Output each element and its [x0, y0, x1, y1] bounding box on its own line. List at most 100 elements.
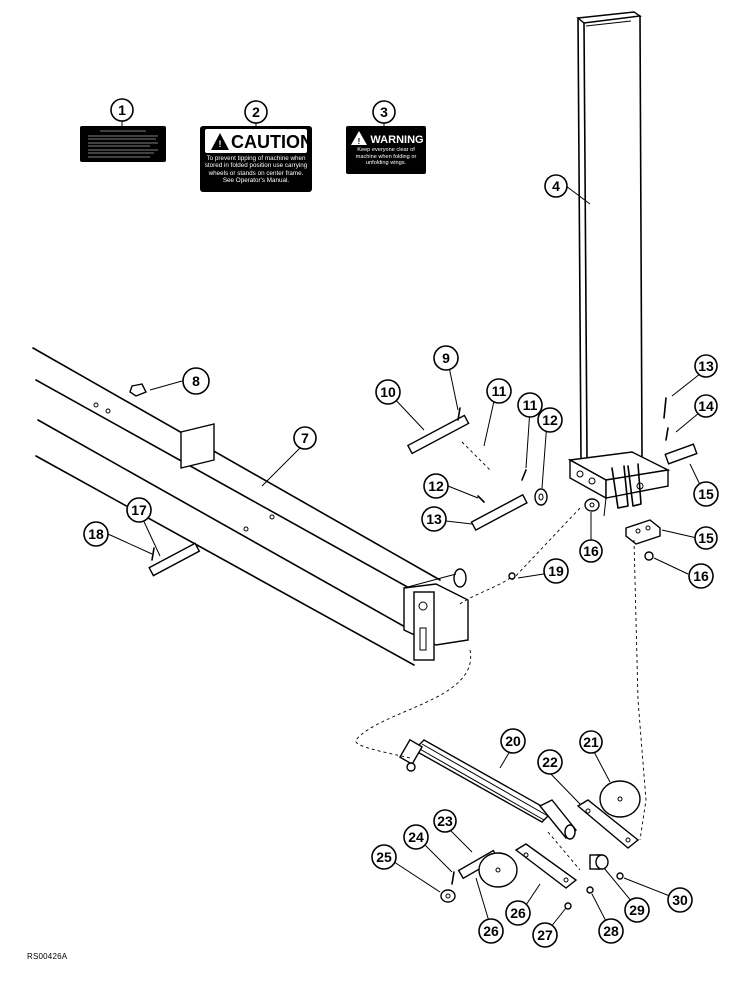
svg-text:16: 16	[583, 543, 599, 559]
decal-important	[80, 126, 166, 162]
svg-text:23: 23	[437, 813, 453, 829]
vertical-post	[567, 11, 671, 517]
svg-text:1: 1	[118, 102, 126, 118]
callout-28: 12	[423, 473, 449, 499]
plate-12a	[576, 799, 640, 849]
svg-text:12: 12	[542, 412, 558, 428]
callout-3: 2	[244, 100, 268, 124]
hydraulic-cylinder	[398, 738, 577, 840]
nut-13a	[616, 872, 624, 880]
svg-text:21: 21	[583, 734, 599, 750]
svg-text:28: 28	[603, 923, 619, 939]
svg-text:18: 18	[88, 526, 104, 542]
callout-11a: 21	[579, 730, 603, 754]
caution-heading: CAUTION	[231, 132, 313, 152]
callout-14: 26	[478, 918, 504, 944]
pin-23	[406, 414, 470, 455]
nut-22	[129, 383, 147, 397]
assembly-lines	[355, 441, 647, 871]
callout-13a: 30	[667, 887, 693, 913]
svg-text:4: 4	[552, 178, 560, 194]
callout-22: 8	[182, 367, 210, 395]
svg-text:24: 24	[408, 829, 424, 845]
svg-text:22: 22	[542, 754, 558, 770]
warning-text: Keep everyone clear of machine when fold…	[355, 147, 417, 167]
callout-27: 13	[421, 506, 447, 532]
callout-7: 4	[544, 174, 568, 198]
svg-text:27: 27	[537, 927, 553, 943]
callout-29: 12	[537, 407, 563, 433]
svg-text:7: 7	[301, 430, 309, 446]
plate-12b	[514, 843, 578, 889]
bushing-18	[589, 854, 609, 870]
callout-19: 17	[126, 497, 152, 523]
svg-text:12: 12	[428, 478, 444, 494]
callout-18: 29	[624, 897, 650, 923]
callout-8: 15	[694, 526, 718, 550]
washer-15a	[584, 498, 600, 512]
svg-text:3: 3	[380, 104, 388, 120]
caution-text: To prevent tipping of machine when store…	[204, 155, 308, 185]
cotter-28	[477, 495, 485, 503]
callout-11b: 23	[433, 809, 457, 833]
svg-text:16: 16	[693, 568, 709, 584]
fitting-26b	[586, 886, 594, 894]
nut-10	[644, 551, 654, 561]
block-8	[625, 519, 661, 545]
svg-text:11: 11	[492, 383, 507, 399]
disk-11b	[478, 852, 518, 888]
warning-heading: WARNING	[370, 134, 423, 146]
svg-text:!: !	[358, 137, 361, 146]
svg-text:10: 10	[380, 384, 396, 400]
svg-text:25: 25	[376, 849, 392, 865]
callout-1: 7	[293, 426, 317, 450]
callout-30: 11	[517, 392, 543, 418]
svg-text:26: 26	[510, 905, 526, 921]
svg-text:!: !	[219, 139, 222, 149]
fitting-26a	[508, 572, 516, 580]
figure-reference: RS00426A	[27, 952, 68, 961]
callout-17: 15	[693, 481, 719, 507]
callout-13b: 27	[532, 922, 558, 948]
pin-30	[521, 469, 527, 481]
washer-29	[534, 488, 548, 506]
callout-12b: 26	[505, 900, 531, 926]
callout-10: 16	[688, 563, 714, 589]
callout-12a: 22	[537, 749, 563, 775]
callout-15b: 25	[371, 844, 397, 870]
bolt-9	[663, 397, 667, 419]
callout-15a: 16	[579, 539, 603, 563]
svg-text:30: 30	[672, 892, 688, 908]
callout-4: 3	[372, 100, 396, 124]
svg-text:15: 15	[698, 486, 714, 502]
svg-text:14: 14	[698, 398, 714, 414]
svg-text:19: 19	[548, 563, 564, 579]
svg-text:11: 11	[523, 397, 538, 413]
svg-text:15: 15	[698, 530, 714, 546]
main-beam	[32, 347, 469, 666]
svg-text:20: 20	[505, 733, 521, 749]
callout-16b: 24	[403, 824, 429, 850]
callout-2: 1	[110, 98, 134, 122]
cotter-25	[457, 407, 461, 421]
svg-text:13: 13	[698, 358, 714, 374]
svg-text:13: 13	[426, 511, 442, 527]
pin-17	[664, 443, 698, 465]
callout-25: 9	[433, 345, 459, 371]
pin-27	[470, 493, 528, 531]
disk-11a	[599, 780, 641, 818]
decal-caution: ! CAUTION To prevent tipping of machine …	[200, 126, 313, 192]
callout-26a: 19	[543, 558, 569, 584]
svg-text:17: 17	[131, 502, 147, 518]
callout-16a: 14	[694, 394, 718, 418]
decal-warning: ! WARNING Keep everyone clear of machine…	[346, 126, 426, 174]
svg-text:2: 2	[252, 104, 260, 120]
nut-13b	[564, 902, 572, 910]
washer-15b	[440, 889, 456, 903]
svg-text:26: 26	[483, 923, 499, 939]
callout-24: 11	[486, 378, 512, 404]
svg-text:8: 8	[192, 373, 200, 389]
pin-16b	[451, 871, 455, 885]
callout-9: 13	[694, 354, 718, 378]
